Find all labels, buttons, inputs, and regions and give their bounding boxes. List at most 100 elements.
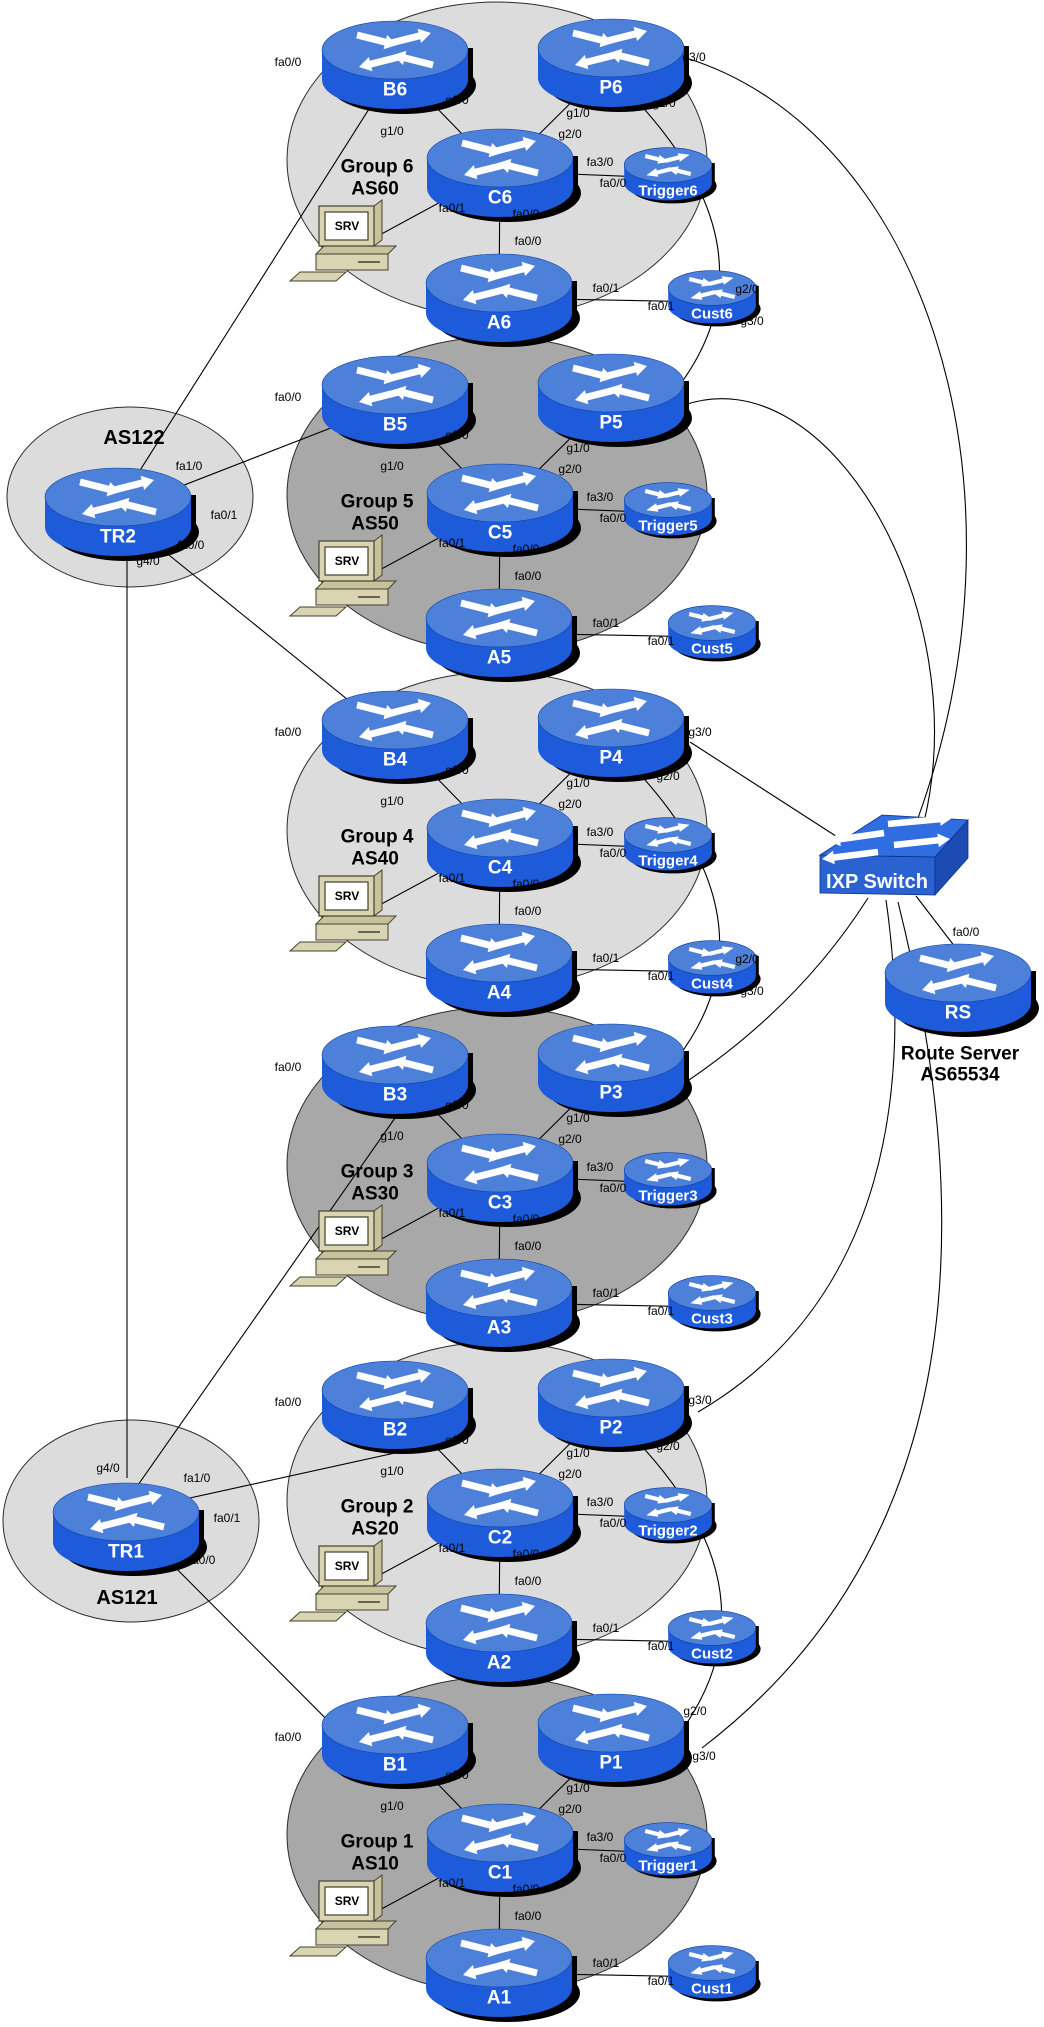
traffic-arrow-icon	[79, 478, 120, 497]
router-name-label: C2	[488, 1528, 512, 1549]
computer-monitor	[373, 534, 383, 582]
router-b5: B5	[321, 355, 476, 449]
router-name-label: P3	[599, 1083, 622, 1104]
router-b1: B1	[321, 1695, 476, 1789]
computer-monitor	[373, 1539, 383, 1587]
router-name-label: B4	[383, 750, 408, 771]
traffic-arrow-icon	[606, 696, 647, 715]
server-label: SRV	[335, 219, 359, 233]
interface-label: g4/0	[136, 554, 160, 568]
interface-label: fa0/0	[600, 1851, 627, 1865]
router-top-face	[321, 20, 469, 80]
computer-base	[315, 588, 389, 606]
traffic-arrow-icon	[644, 489, 670, 499]
traffic-arrow-icon	[464, 831, 505, 850]
traffic-arrow-icon	[393, 1055, 434, 1074]
traffic-arrow-icon	[666, 1506, 692, 1516]
ixp-switch-top	[818, 814, 969, 858]
interface-label: fa0/1	[439, 1541, 466, 1555]
traffic-arrow-icon	[688, 612, 714, 622]
traffic-arrow-icon	[609, 1053, 650, 1072]
interface-label: g3/0	[688, 725, 712, 739]
traffic-arrow-icon	[572, 1369, 613, 1388]
link-backbone-8	[635, 769, 721, 1061]
interface-label: fa0/0	[275, 390, 302, 404]
interface-label: fa0/0	[600, 846, 627, 860]
traffic-arrow-icon	[356, 701, 397, 720]
traffic-arrow-icon	[666, 836, 692, 846]
router-shadow	[709, 498, 715, 522]
router-shadow	[464, 1053, 473, 1089]
server-label: SRV	[335, 1559, 359, 1573]
interface-label: g3/0	[740, 314, 764, 328]
router-name-label: Trigger5	[638, 517, 697, 534]
traffic-arrow-icon	[463, 1291, 504, 1310]
computer-base	[315, 1928, 389, 1946]
group-1-asn: AS10	[351, 1854, 399, 1875]
interface-label: g1/0	[566, 1781, 590, 1795]
route-server-asn: AS65534	[920, 1065, 1000, 1086]
router-top-face	[425, 1928, 573, 1988]
interface-label: g1/0	[380, 124, 404, 138]
traffic-arrow-icon	[575, 1056, 616, 1075]
link-backbone-13	[685, 897, 869, 1083]
interface-label: g2/0	[735, 282, 759, 296]
router-shadow	[569, 1831, 578, 1867]
interface-label: g2/0	[656, 769, 680, 783]
router-name-label: A4	[487, 983, 512, 1004]
router-shadow	[568, 951, 577, 987]
router-shadow	[680, 1386, 689, 1422]
interface-label: fa3/0	[587, 1830, 614, 1844]
router-top-face	[321, 1695, 469, 1755]
traffic-arrow-icon	[710, 1964, 736, 1974]
interface-label: fa0/1	[439, 1206, 466, 1220]
interface-label: fa0/1	[593, 951, 620, 965]
router-p6: P6	[537, 18, 692, 112]
router-a5: A5	[425, 588, 580, 682]
traffic-arrow-icon	[359, 388, 400, 407]
router-top-face	[425, 1593, 573, 1653]
traffic-arrow-icon	[393, 50, 434, 69]
interface-label: fa0/0	[275, 1060, 302, 1074]
traffic-arrow-icon	[646, 1172, 671, 1182]
traffic-arrow-icon	[644, 824, 670, 834]
interface-label: fa0/1	[648, 1304, 675, 1318]
router-name-label: C4	[488, 858, 513, 879]
traffic-arrow-icon	[498, 1163, 539, 1182]
traffic-arrow-icon	[893, 833, 950, 849]
interface-label: fa0/0	[515, 904, 542, 918]
router-name-label: Cust6	[691, 305, 733, 322]
interface-label: fa0/1	[648, 969, 675, 983]
router-shadow	[569, 1161, 578, 1197]
router-rs: RS	[884, 943, 1039, 1037]
traffic-arrow-icon	[572, 699, 613, 718]
interface-label: fa0/0	[513, 1547, 540, 1561]
router-name-label: C5	[488, 523, 513, 544]
router-shadow	[569, 826, 578, 862]
router-shadow	[464, 1388, 473, 1424]
router-name-label: C3	[488, 1193, 512, 1214]
router-cust1: Cust1	[667, 1945, 761, 2002]
traffic-arrow-icon	[572, 1034, 613, 1053]
traffic-arrow-icon	[390, 363, 431, 382]
router-shadow	[753, 1626, 759, 1650]
traffic-arrow-icon	[644, 1829, 670, 1839]
interface-label: fa0/0	[275, 1395, 302, 1409]
router-name-label: Cust1	[691, 1980, 733, 1997]
router-name-label: Trigger4	[638, 852, 698, 869]
interface-label: g2/0	[558, 1467, 582, 1481]
traffic-arrow-icon	[82, 500, 123, 519]
traffic-arrow-icon	[665, 1493, 690, 1503]
router-b4: B4	[321, 690, 476, 784]
server-label: SRV	[335, 1894, 359, 1908]
traffic-arrow-icon	[463, 1961, 504, 1980]
interface-label: g1/0	[380, 1129, 404, 1143]
traffic-arrow-icon	[646, 1507, 671, 1517]
traffic-arrow-icon	[497, 1288, 538, 1307]
router-name-label: Trigger2	[638, 1522, 697, 1539]
router-b3: B3	[321, 1025, 476, 1119]
traffic-arrow-icon	[644, 1494, 670, 1504]
traffic-arrow-icon	[575, 51, 616, 70]
interface-label: g1/0	[380, 794, 404, 808]
traffic-arrow-icon	[495, 1476, 536, 1495]
